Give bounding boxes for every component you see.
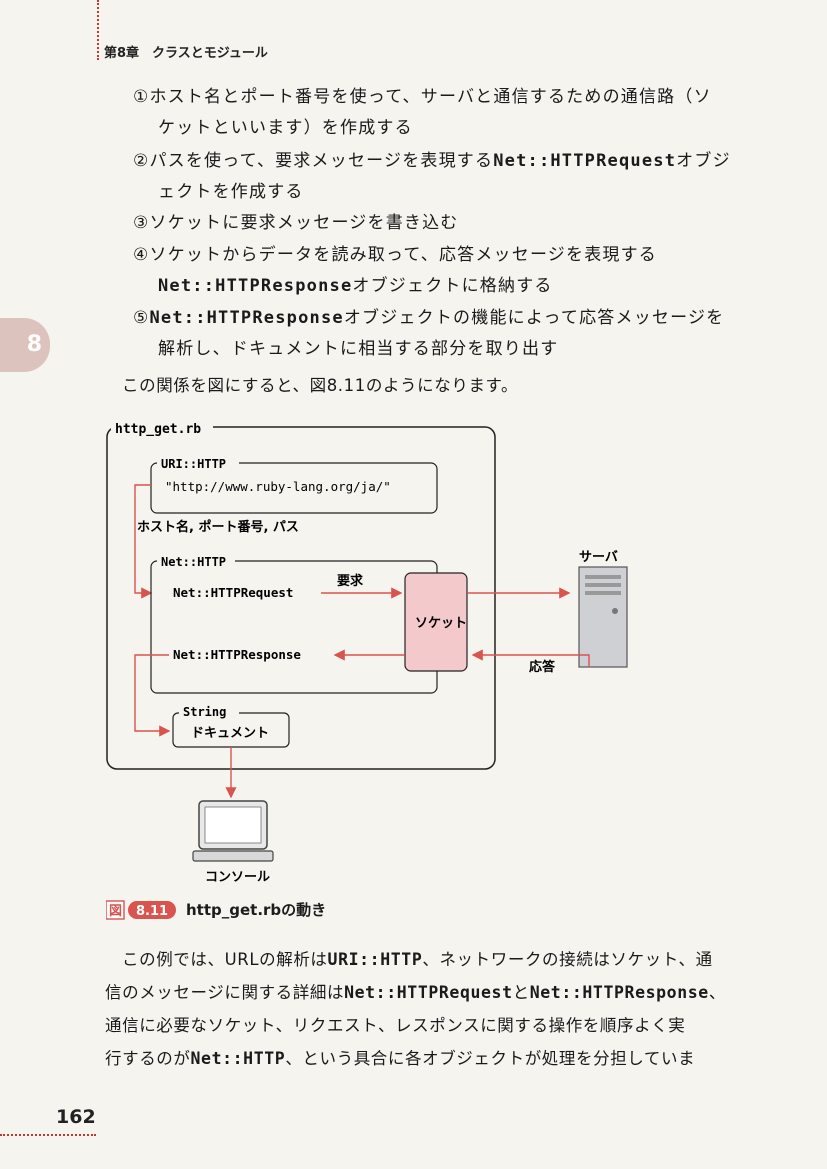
margin-dotted-line — [97, 0, 99, 60]
step-5-code: Net::HTTPResponse — [149, 308, 344, 328]
request-object-label: Net::HTTPRequest — [173, 585, 293, 600]
paragraph-line-4: 行するのがNet::HTTP、という具合に各オブジェクトが処理を分担していま — [105, 1045, 695, 1069]
step-4-line-1: ④ソケットからデータを読み取って、応答メッセージを表現する — [133, 245, 657, 265]
http-get-diagram: http_get.rb URI::HTTP "http://www.ruby-l… — [106, 420, 628, 885]
step-5-text-post: オブジェクトの機能によって応答メッセージを — [343, 308, 725, 328]
step-2-code: Net::HTTPRequest — [493, 151, 677, 171]
chapter-header: 第8章 クラスとモジュール — [104, 46, 268, 61]
document-label: ドキュメント — [191, 726, 269, 741]
step-2-line-1: ②パスを使って、要求メッセージを表現するNet::HTTPRequestオブジ — [133, 146, 731, 171]
paragraph-text: この例では、URLの解析は — [122, 950, 328, 969]
inline-code: URI::HTTP — [327, 950, 423, 969]
figure-badge: 図 8.11 — [105, 900, 176, 920]
page-number: 162 — [56, 1106, 96, 1128]
request-arrow-label: 要求 — [337, 573, 364, 589]
inline-code: Net::HTTPResponse — [529, 983, 709, 1002]
uri-value: "http://www.ruby-lang.org/ja/" — [165, 479, 391, 494]
step-5-line-2: 解析し、ドキュメントに相当する部分を取り出す — [158, 339, 559, 359]
step-2-text: ②パスを使って、要求メッセージを表現する — [133, 151, 494, 171]
step-4-text-post: オブジェクトに格納する — [352, 276, 553, 296]
inline-code: Net::HTTPRequest — [344, 983, 513, 1002]
host-port-path-label: ホスト名, ポート番号, パス — [137, 519, 299, 535]
step-2-line-2: ェクトを作成する — [158, 182, 304, 202]
figure-caption: http_get.rbの動き — [186, 901, 327, 919]
step-4-line-2: Net::HTTPResponseオブジェクトに格納する — [158, 271, 553, 296]
step-4-code: Net::HTTPResponse — [158, 276, 353, 296]
step-1-line-1: ①ホスト名とポート番号を使って、サーバと通信するための通信路（ソ — [133, 87, 712, 107]
server-icon — [578, 566, 628, 668]
uri-box-label: URI::HTTP — [161, 457, 226, 471]
figure-badge-prefix: 図 — [109, 904, 122, 919]
step-2-text-post: オブジ — [676, 151, 731, 171]
program-frame-label: http_get.rb — [115, 422, 201, 437]
server-label: サーバ — [579, 550, 618, 565]
socket-label: ソケット — [415, 616, 467, 631]
step-3-line-1: ③ソケットに要求メッセージを書き込む — [133, 213, 459, 233]
paragraph-line-2: 信のメッセージに関する詳細はNet::HTTPRequestとNet::HTTP… — [105, 979, 726, 1003]
inline-code: Net::HTTP — [190, 1049, 286, 1068]
string-box-label: String — [183, 705, 226, 719]
program-frame — [106, 426, 496, 770]
console-label: コンソール — [205, 870, 270, 885]
socket-box — [404, 572, 468, 672]
paragraph-text: 、 — [708, 983, 726, 1002]
paragraph-text: 行するのが — [105, 1049, 191, 1068]
net-http-box — [150, 560, 438, 694]
figure-badge-number: 8.11 — [136, 904, 168, 919]
chapter-side-tab: 8 — [0, 318, 50, 372]
response-object-label: Net::HTTPResponse — [173, 647, 301, 662]
step-5-line-1: ⑤Net::HTTPResponseオブジェクトの機能によって応答メッセージを — [133, 303, 724, 328]
paragraph-line-1: この例では、URLの解析はURI::HTTP、ネットワークの接続はソケット、通 — [122, 946, 713, 970]
uri-box — [150, 462, 438, 514]
intro-sentence: この関係を図にすると、図8.11のようになります。 — [122, 376, 519, 395]
response-arrow-label: 応答 — [529, 659, 556, 675]
paragraph-text: 、という具合に各オブジェクトが処理を分担していま — [285, 1049, 696, 1068]
paragraph-text: 信のメッセージに関する詳細は — [105, 983, 345, 1002]
step-1-line-2: ケットといいます）を作成する — [158, 118, 413, 138]
net-http-box-label: Net::HTTP — [161, 555, 226, 569]
paragraph-line-3: 通信に必要なソケット、リクエスト、レスポンスに関する操作を順序よく実 — [105, 1016, 686, 1035]
paragraph-text: 、ネットワークの接続はソケット、通 — [422, 950, 713, 969]
paragraph-text: と — [512, 983, 530, 1002]
footer-dotted-line — [0, 1134, 96, 1136]
step-5-text: ⑤ — [133, 308, 150, 328]
console-monitor-icon — [192, 800, 274, 862]
